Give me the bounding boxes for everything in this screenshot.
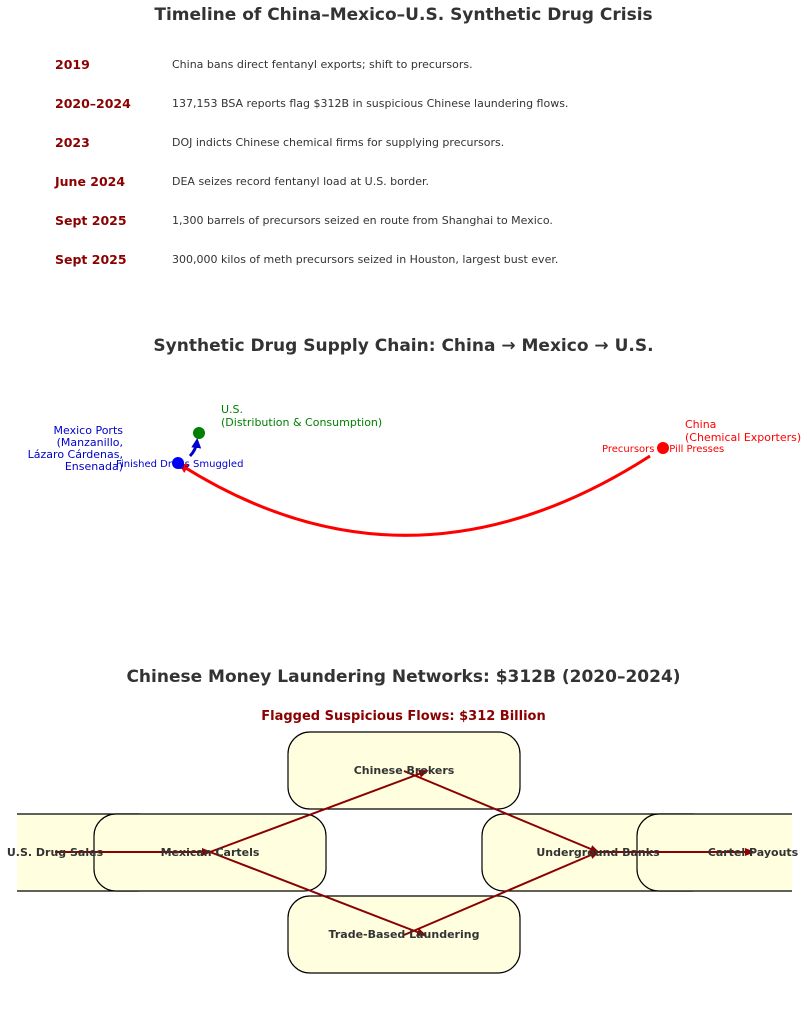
timeline-year: 2023: [55, 135, 90, 150]
timeline-event: 1,300 barrels of precursors seized en ro…: [172, 214, 553, 227]
timeline-event: China bans direct fentanyl exports; shif…: [172, 58, 473, 71]
flow-cartels-to-trade: [209, 851, 427, 936]
label-trade-based-laundering: Trade-Based Laundering: [329, 928, 480, 941]
laundering-subtitle: Flagged Suspicious Flows: $312 Billion: [261, 709, 546, 724]
timeline-year: 2020–2024: [55, 96, 131, 111]
mexico-label: Mexico Ports: [54, 424, 124, 437]
mexico-node: [172, 457, 184, 469]
flow-trade-to-banks: [403, 851, 600, 936]
timeline-event: DEA seizes record fentanyl load at U.S. …: [172, 175, 429, 188]
mexico-label-sub: Ensenada): [65, 460, 123, 473]
flow-arrow-mexico-us: [188, 438, 202, 458]
us-label-sub: (Distribution & Consumption): [221, 416, 382, 429]
node-chinese-brokers: [287, 731, 521, 810]
timeline-year: 2019: [55, 57, 90, 72]
timeline-event: 137,153 BSA reports flag $312B in suspic…: [172, 97, 569, 110]
mexico-label-sub: (Manzanillo,: [57, 436, 123, 449]
china-label-sub: (Chemical Exporters): [685, 431, 801, 444]
china-label: China: [685, 418, 716, 431]
mexico-label-sub: Lázaro Cárdenas,: [28, 448, 123, 461]
timeline-year: Sept 2025: [55, 213, 127, 228]
supply-chain-title: Synthetic Drug Supply Chain: China → Mex…: [153, 336, 654, 356]
timeline-title: Timeline of China–Mexico–U.S. Synthetic …: [154, 5, 653, 25]
laundering-title: Chinese Money Laundering Networks: $312B…: [126, 667, 681, 687]
flow-brokers-to-banks: [403, 770, 600, 853]
label-us-drug-sales: U.S. Drug Sales: [7, 846, 104, 859]
flow-cartels-to-brokers: [209, 770, 429, 853]
label-mexican-cartels: Mexican Cartels: [161, 846, 260, 859]
timeline-year: June 2024: [55, 174, 126, 189]
label-underground-banks: Underground Banks: [536, 846, 660, 859]
flow-arrow-china-mexico: [178, 454, 651, 537]
timeline-event: 300,000 kilos of meth precursors seized …: [172, 253, 559, 266]
label-chinese-brokers: Chinese Brokers: [354, 764, 455, 777]
us-label: U.S.: [221, 403, 243, 416]
us-node: [193, 427, 205, 439]
timeline-event: DOJ indicts Chinese chemical firms for s…: [172, 136, 505, 149]
timeline-year: Sept 2025: [55, 252, 127, 267]
china-node: [657, 442, 669, 454]
flow-label-china-mexico: Precursors + Pill Presses: [602, 444, 724, 455]
label-cartel-payouts: Cartel Payouts: [708, 846, 799, 859]
flow-label-mexico-us: Finished Drugs Smuggled: [116, 459, 243, 470]
